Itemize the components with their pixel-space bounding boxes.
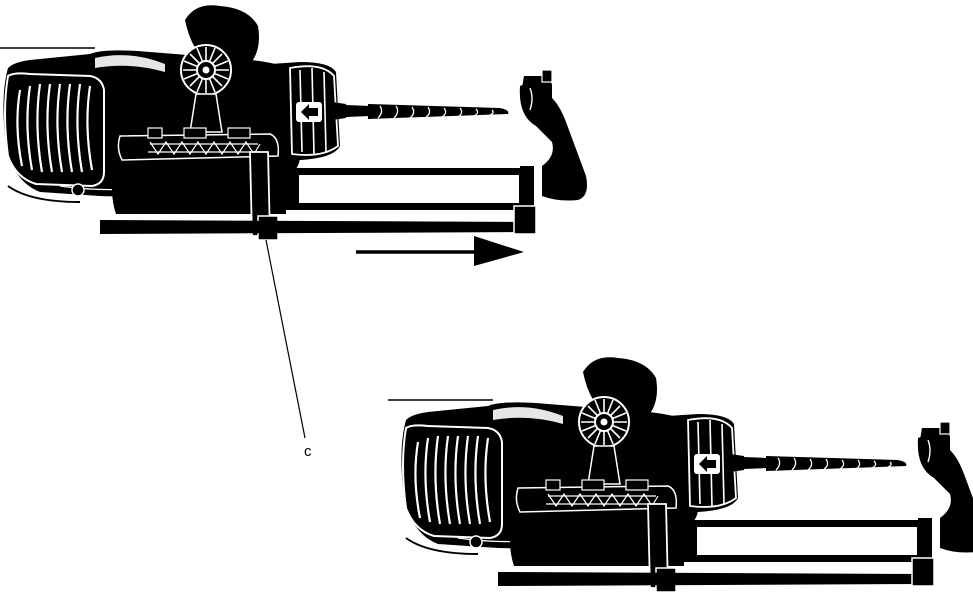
drill-figure-extended <box>0 4 589 242</box>
callout-label-c: c <box>304 443 312 460</box>
direction-arrow <box>356 236 524 266</box>
drill-figure-retracted <box>386 356 973 594</box>
callout-leader-line <box>265 239 306 439</box>
